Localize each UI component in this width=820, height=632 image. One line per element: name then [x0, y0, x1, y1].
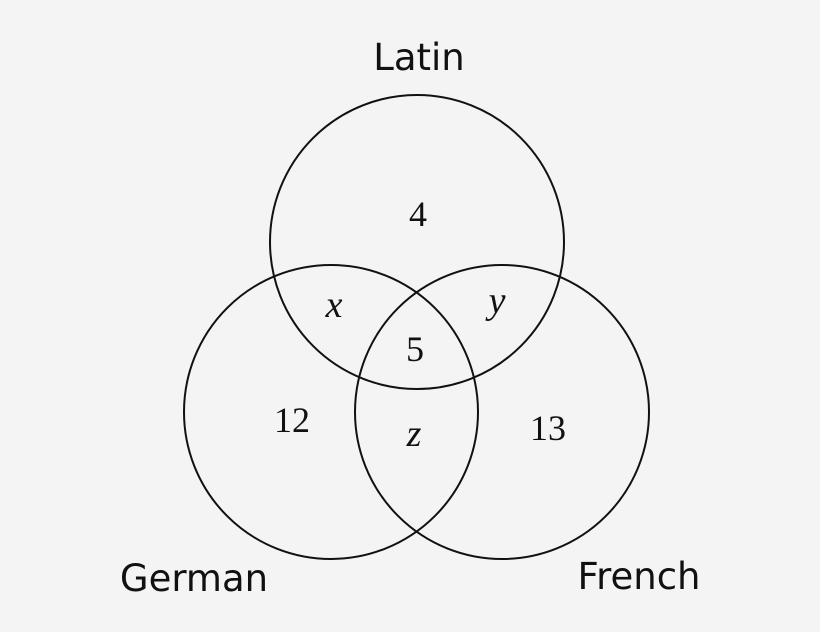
- german-french-variable: z: [406, 413, 422, 455]
- latin-circle: [269, 94, 565, 390]
- german-label: German: [120, 557, 268, 600]
- french-only-value: 13: [530, 408, 566, 448]
- french-circle: [354, 264, 650, 560]
- latin-german-variable: x: [325, 284, 343, 326]
- latin-french-variable: y: [485, 280, 506, 322]
- french-label: French: [578, 555, 701, 598]
- german-circle: [183, 264, 479, 560]
- latin-only-value: 4: [409, 194, 427, 234]
- german-only-value: 12: [274, 400, 310, 440]
- latin-label: Latin: [373, 36, 465, 79]
- all-three-value: 5: [406, 329, 424, 369]
